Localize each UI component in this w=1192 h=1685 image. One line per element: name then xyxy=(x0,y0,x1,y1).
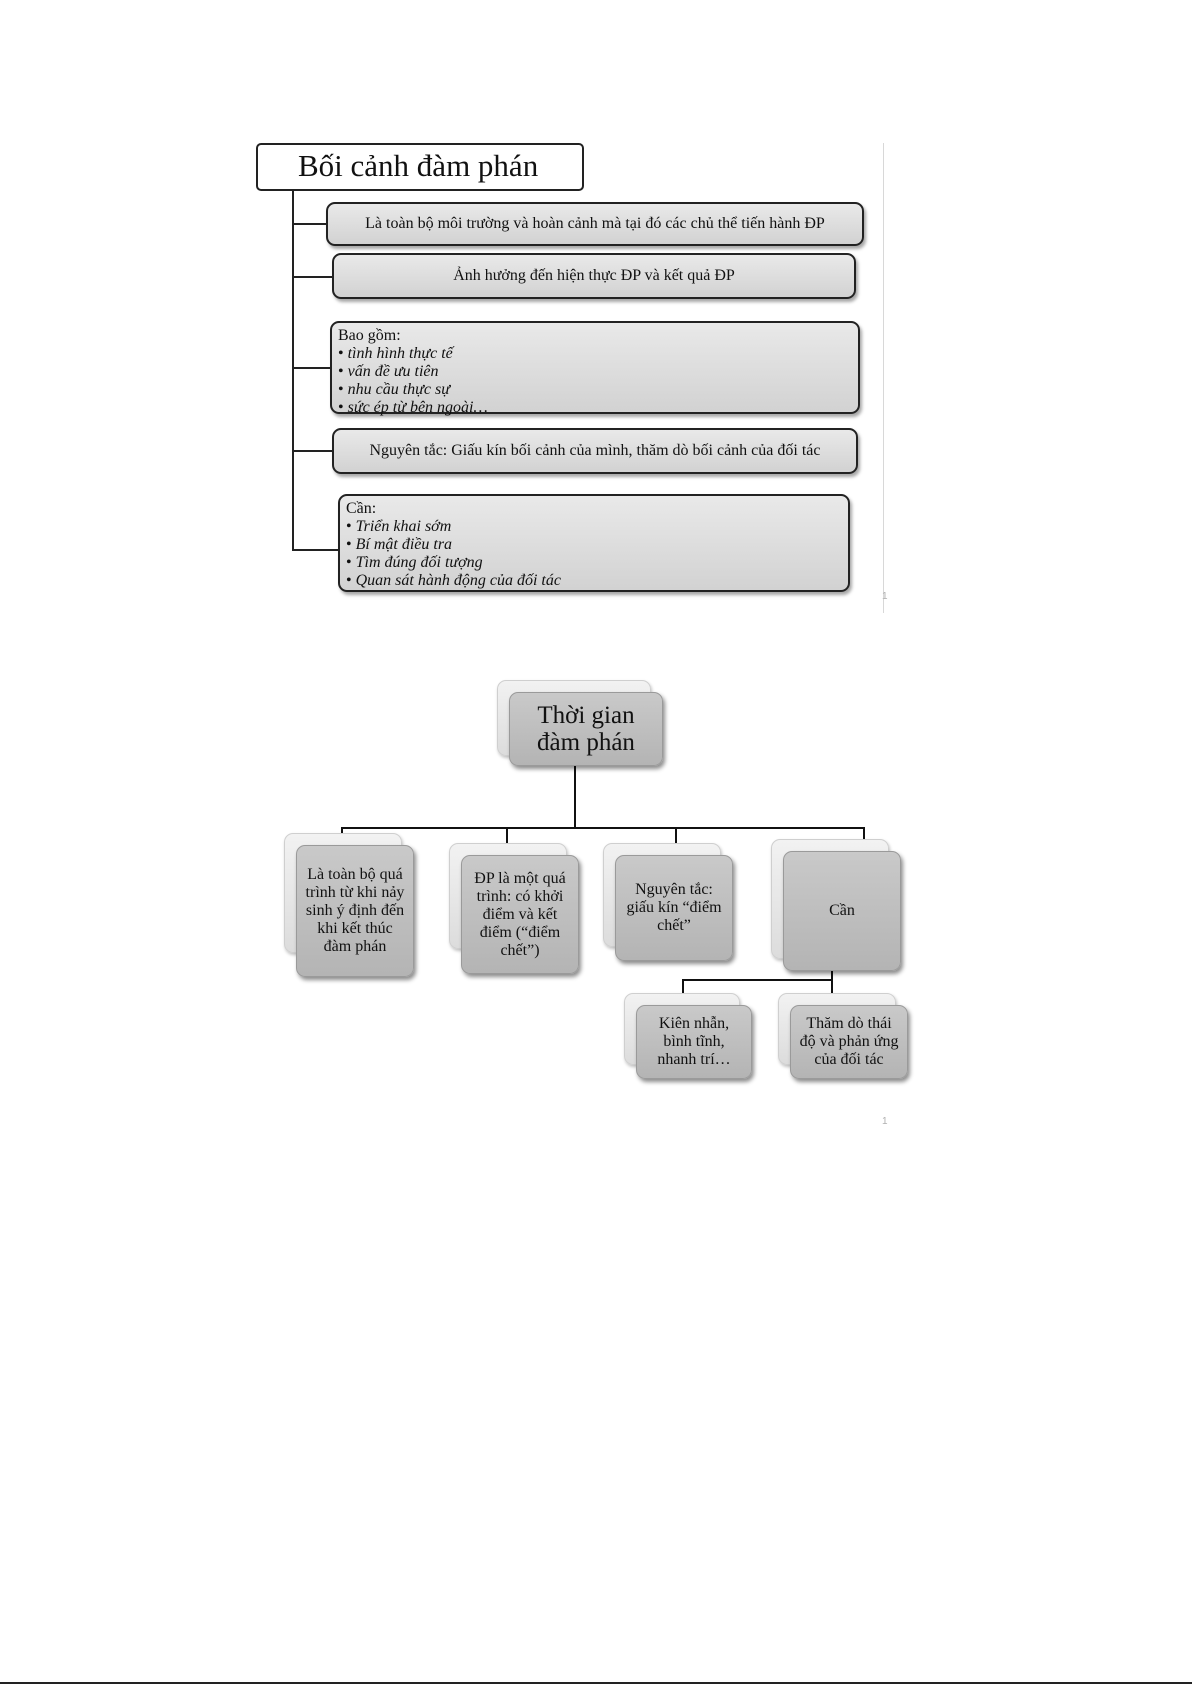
needs-box: Cần: Triển khai sớm Bí mật điều tra Tìm … xyxy=(338,494,850,592)
includes-list: tình hình thực tế vấn đề ưu tiên nhu cầu… xyxy=(332,345,858,417)
slide1-page-number: 1 xyxy=(882,591,888,602)
connector-grandchildren-bar xyxy=(682,979,833,981)
slide1-title: Bối cảnh đàm phán xyxy=(256,143,584,191)
influence-box: Ảnh hưởng đến hiện thực ĐP và kết quả ĐP xyxy=(332,253,856,299)
list-item: Tìm đúng đối tượng xyxy=(346,554,848,572)
connector-box1 xyxy=(292,223,326,225)
connector-grandchild-1 xyxy=(682,979,684,995)
child-node-definition: Là toàn bộ quá trình từ khi nảy sinh ý đ… xyxy=(296,845,414,977)
slide-edge-divider xyxy=(883,143,884,613)
list-item: Bí mật điều tra xyxy=(346,536,848,554)
slide2-page-number: 1 xyxy=(882,1116,888,1127)
child-node-needs: Cần xyxy=(783,851,901,971)
needs-list: Triển khai sớm Bí mật điều tra Tìm đúng … xyxy=(340,518,848,590)
list-item: sức ép từ bên ngoài… xyxy=(338,399,858,417)
connector-child-3 xyxy=(675,827,677,843)
list-item: vấn đề ưu tiên xyxy=(338,363,858,381)
connector-vertical xyxy=(292,191,294,551)
grandchild-node-patience: Kiên nhẫn, bình tĩnh, nhanh trí… xyxy=(636,1005,752,1079)
list-item: Triển khai sớm xyxy=(346,518,848,536)
includes-label: Bao gồm: xyxy=(338,327,401,344)
principle-box: Nguyên tắc: Giấu kín bối cảnh của mình, … xyxy=(332,428,858,474)
connector-child-2 xyxy=(506,827,508,843)
connector-box5 xyxy=(292,549,338,551)
connector-can-down xyxy=(831,968,833,980)
page-bottom-rule xyxy=(0,1682,1192,1684)
grandchild-node-probe: Thăm dò thái độ và phản ứng của đối tác xyxy=(790,1005,908,1079)
child-node-process: ĐP là một quá trình: có khởi điểm và kết… xyxy=(461,855,579,974)
needs-label: Cần: xyxy=(346,500,377,517)
includes-box: Bao gồm: tình hình thực tế vấn đề ưu tiê… xyxy=(330,321,860,417)
connector-root-down xyxy=(574,766,576,828)
connector-grandchild-2 xyxy=(831,979,833,995)
list-item: tình hình thực tế xyxy=(338,345,858,363)
list-item: Quan sát hành động của đối tác xyxy=(346,572,848,590)
root-node: Thời gian đàm phán xyxy=(509,692,663,766)
connector-child-4 xyxy=(863,827,865,843)
list-item: nhu cầu thực sự xyxy=(338,381,858,399)
connector-children-bar xyxy=(341,827,865,829)
child-node-principle: Nguyên tắc: giấu kín “điểm chết” xyxy=(615,855,733,961)
connector-box4 xyxy=(292,450,332,452)
definition-box: Là toàn bộ môi trường và hoàn cảnh mà tạ… xyxy=(326,202,864,246)
connector-box3 xyxy=(292,367,332,369)
connector-box2 xyxy=(292,276,332,278)
